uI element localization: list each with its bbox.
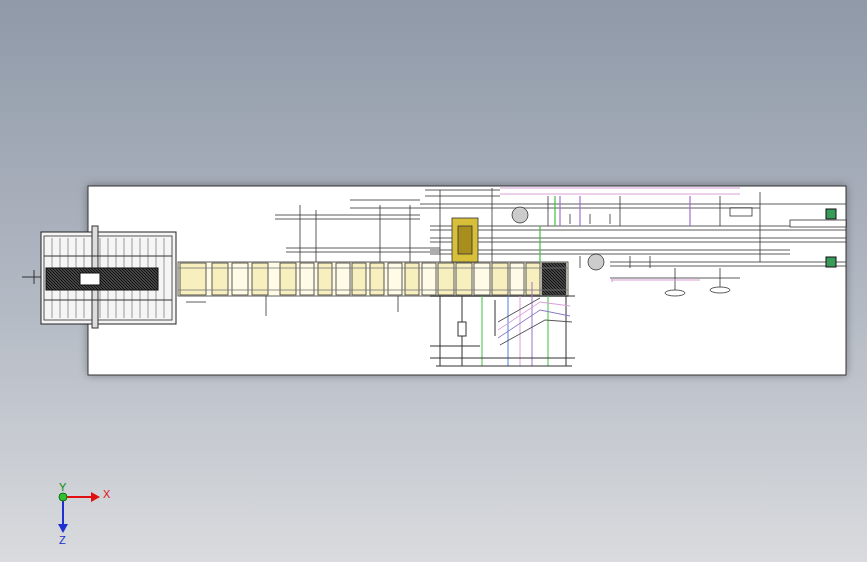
conveyor [178, 262, 568, 316]
infeed-unit [22, 226, 176, 328]
drawing-sheet [88, 186, 846, 375]
end-block [826, 257, 836, 267]
end-block [826, 209, 836, 219]
axis-label: Y [59, 482, 66, 493]
axis-triad [58, 492, 100, 533]
upper-frame [275, 188, 846, 296]
colored-members [500, 188, 740, 282]
axis-label: X [103, 489, 110, 500]
axis-label: Z [59, 535, 66, 546]
lower-frame [430, 282, 575, 366]
